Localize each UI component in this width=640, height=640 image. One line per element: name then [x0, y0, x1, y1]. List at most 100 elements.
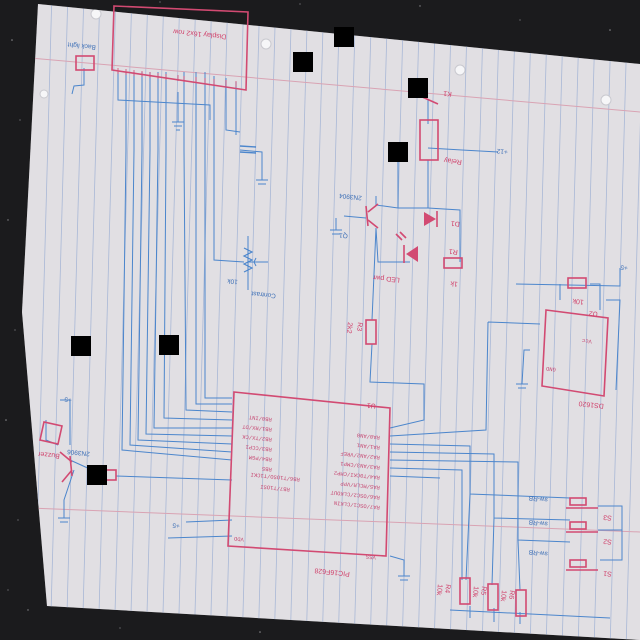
mcu-pin-label: RA2/AN2/VREF — [340, 450, 380, 461]
mcu-pin-label: RA0/AN0 — [356, 432, 380, 441]
hole-punch — [90, 8, 102, 20]
mcu-plus5-label: +5 — [172, 521, 180, 529]
mcu-pin-label: RA5/MCLR/VPP — [340, 480, 380, 491]
k1-label: K1 — [443, 89, 452, 97]
q1-type-label: 2N3904 — [338, 192, 362, 201]
r4-value: 10k — [435, 584, 443, 596]
ruled-line — [529, 4, 549, 640]
switch-label: S1 — [603, 569, 612, 577]
mcu-pin-label: RA1/AN1 — [356, 442, 380, 451]
mcu-label: PIC16F628 — [314, 566, 350, 577]
q2-type-label: 2N3906 — [66, 448, 90, 457]
ruled-line — [465, 4, 485, 640]
mcu-pin-label: RB7/T1OSI — [260, 483, 290, 493]
hole-punch — [39, 89, 49, 99]
mcu-pin-label: RA3/AN3/CMP1 — [339, 460, 380, 471]
redaction-box — [87, 465, 107, 485]
ruled-line — [433, 4, 453, 640]
ruled-line — [257, 4, 277, 640]
ruled-line — [273, 4, 293, 640]
buzzer: Buzzer +5 — [37, 395, 72, 459]
mcu-pin-label: RB0/INT — [248, 414, 272, 423]
ruled-line — [209, 4, 229, 640]
resistor-r6: R6 10k — [499, 589, 527, 617]
ruled-line — [145, 4, 165, 640]
lcd-pin-header — [117, 68, 237, 87]
pot-name-label: Contrast — [251, 289, 276, 299]
q1-label: Q1 — [338, 231, 348, 239]
switch-label: S3 — [603, 513, 612, 521]
switch-s1: S1 sw-RB — [528, 548, 612, 577]
r6-value: 10k — [499, 590, 507, 602]
redaction-box — [293, 52, 313, 72]
redaction-box — [159, 335, 179, 355]
ruled-line — [289, 4, 309, 640]
buzzer-plus5-label: +5 — [64, 395, 72, 403]
capacitor — [239, 145, 257, 154]
ruled-line — [49, 4, 69, 640]
ruled-line — [449, 4, 469, 640]
resistor-r5: R5 10k — [471, 583, 499, 611]
ruled-line — [401, 4, 421, 640]
buzzer-label: Buzzer — [37, 450, 60, 459]
mcu-pin-label: RB1/RX/DT — [241, 423, 272, 433]
mcu-pin-label: RB4/PGM — [248, 454, 272, 463]
ruled-line — [113, 4, 133, 640]
transistor-q1: 2N3904 Q1 — [338, 192, 379, 239]
r5-value: 10k — [471, 586, 479, 598]
plus12-label: +12 — [496, 147, 508, 155]
ruled-line — [369, 4, 389, 640]
ruled-line — [385, 4, 405, 640]
ruled-line — [497, 4, 517, 640]
mcu-pin-label: RB5 — [262, 465, 273, 473]
ds-plus5-label: +5 — [620, 263, 628, 271]
r1-label: R1 — [448, 247, 458, 255]
ruled-line — [561, 4, 581, 640]
resistor-r4: R4 10k — [435, 577, 471, 605]
relay-label: Relay — [443, 156, 462, 165]
diode-d1: D1 — [424, 211, 460, 227]
ruled-line — [545, 4, 565, 640]
switch-net-label: sw-RB — [528, 548, 548, 557]
ruled-line — [417, 4, 437, 640]
r3-value: 2k2 — [345, 322, 353, 334]
hole-punch — [260, 38, 272, 50]
u2-label: U2 — [588, 309, 598, 317]
switch-net-label: sw-RB — [528, 518, 548, 527]
r1-value: 1k — [450, 279, 459, 287]
mcu-pin-label: RB3/CCP1 — [245, 443, 273, 453]
ds1620-label: DS1620 — [578, 399, 604, 409]
mcu-pin-label: RA7/OSC1/CLKIN — [334, 499, 381, 511]
pic16f628-mcu: U1 PIC16F628 RB0/INT RB1/RX/DT RB2/TX/CK… — [172, 391, 391, 577]
u1-label: U1 — [366, 401, 376, 409]
ds1620-chip: U2 DS1620 Vcc GND 10k +5 — [541, 263, 628, 409]
hole-punch — [600, 94, 612, 106]
switch-net-label: sw-RB — [528, 494, 548, 503]
ruled-line — [513, 4, 533, 640]
redaction-box — [71, 336, 91, 356]
ruled-line — [161, 4, 181, 640]
ruled-line — [241, 4, 261, 640]
switch-s3: S3 sw-RB — [528, 494, 612, 521]
backlight-label: Back light — [67, 41, 96, 51]
ruled-line — [81, 4, 101, 640]
ruled-line — [177, 4, 197, 640]
resistor-r1: R1 1k — [443, 247, 463, 287]
mcu-pin-label: RB2/TX/CK — [241, 433, 272, 443]
switch-label: S2 — [603, 537, 612, 545]
ruled-line — [305, 4, 325, 640]
margin-line-top — [29, 57, 640, 113]
ruled-line — [97, 4, 117, 640]
ds-gnd-label: GND — [545, 365, 556, 373]
r5-label: R5 — [479, 586, 487, 596]
wires — [45, 68, 623, 624]
mcu-pin-label: RA4/T0CKI/CMP2 — [334, 469, 381, 481]
ds-vcc-label: Vcc — [582, 337, 593, 345]
ruled-line — [65, 4, 85, 640]
vss-label: VSS — [365, 553, 376, 561]
redaction-box — [388, 142, 408, 162]
background-speckles — [5, 1, 611, 633]
ruled-line — [337, 4, 357, 640]
ruled-lines — [33, 4, 640, 640]
